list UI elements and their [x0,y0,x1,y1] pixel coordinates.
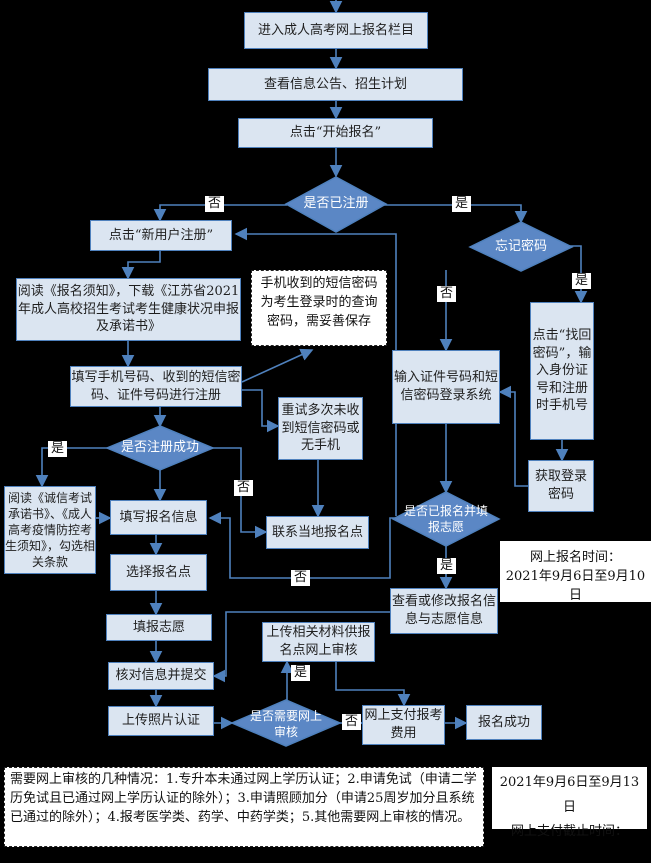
step-enter-text: 进入成人高考网上报名栏目 [257,22,414,38]
step-enter-box: 进入成人高考网上报名栏目 [244,12,428,49]
step-upload-materials-box: 上传相关材料供报名点网上审核 [262,622,375,662]
step-fill-info-text: 填写报名信息 [119,509,198,525]
step-fill-phone-text: 填写手机号码、收到的短信密码、证件号码进行注册 [71,369,241,403]
step-view-box: 查看信息公告、招生计划 [208,68,463,101]
online-time-note: 网上报名时间： 2021年9月6日至9月10日 [500,541,651,603]
step-retry-box: 重试多次未收到短信密码或无手机 [278,397,363,460]
step-login-box: 输入证件号码和短信密码登录系统 [392,350,500,424]
step-pay-box: 网上支付报考费用 [362,705,445,745]
step-upload-materials-text: 上传相关材料供报名点网上审核 [266,625,371,658]
step-fill-phone-box: 填写手机号码、收到的短信密码、证件号码进行注册 [70,366,242,407]
step-read-integrity-box: 阅读《诚信考试承诺书》、《成人高考疫情防控考生须知》，勾选相关条款 [4,486,96,574]
pay-deadline-note: 2021年9月6日至9月13日 网上支付截止时间： [492,767,647,839]
step-choose-site-box: 选择报名点 [110,554,207,591]
step-fill-info-box: 填写报名信息 [110,500,207,535]
step-login-text: 输入证件号码和短信密码登录系统 [393,370,498,403]
online-time-value: 2021年9月6日至9月10日 [505,568,646,603]
step-pay-text: 网上支付报考费用 [364,708,443,741]
step-fill-wish-box: 填报志愿 [106,614,212,641]
step-new-user-box: 点击“新用户注册” [90,220,232,251]
step-retry-text: 重试多次未收到短信密码或无手机 [281,403,360,454]
step-upload-photo-box: 上传照片认证 [108,706,214,736]
label-no-review: 否 [342,714,362,730]
step-verify-submit-text: 核对信息并提交 [115,668,207,684]
pay-deadline-label: 网上支付截止时间： [510,824,628,840]
review-cases-note: 需要网上审核的几种情况：1.专升本未通过网上学历认证；2.申请免试（申请二学历免… [4,767,484,847]
step-choose-site-text: 选择报名点 [125,564,191,580]
diamond-applied [391,491,501,547]
step-view-modify-text: 查看或修改报名信息与志愿信息 [391,594,496,627]
step-fill-wish-text: 填报志愿 [132,619,185,635]
diamond-forgot [468,221,574,272]
step-get-password-text: 获取登录密码 [534,469,587,502]
diamond-need-review [230,699,342,747]
label-no-register-success: 否 [234,480,254,496]
step-view-text: 查看信息公告、招生计划 [263,76,407,92]
step-contact-text: 联系当地报名点 [271,524,363,540]
step-read-download-box: 阅读《报名须知》，下载《江苏省2021年成人高校招生考试考生健康状况申报及承诺书… [16,278,241,341]
label-no-applied: 否 [291,570,311,586]
step-upload-photo-text: 上传照片认证 [121,713,200,729]
step-new-user-text: 点击“新用户注册” [108,227,214,243]
label-yes-applied: 是 [437,558,457,574]
label-no-registered: 否 [205,196,225,212]
decision-forgot-label: 忘记密码 [494,239,547,255]
step-get-password-box: 获取登录密码 [528,460,594,512]
step-contact-box: 联系当地报名点 [266,516,369,549]
label-yes-register-success: 是 [48,441,68,457]
pay-date-value: 2021年9月6日至9月13日 [499,775,640,815]
decision-need-review-label: 是否需要网上审核 [249,708,322,739]
diamond-registered [284,176,388,233]
step-read-integrity-text: 阅读《诚信考试承诺书》、《成人高考疫情防控考生须知》，勾选相关条款 [5,490,96,570]
step-success-text: 报名成功 [477,714,530,730]
label-no-forgot: 否 [437,286,457,302]
step-read-download-text: 阅读《报名须知》，下载《江苏省2021年成人高校招生考试考生健康状况申报及承诺书… [17,284,240,335]
sms-note-text: 手机收到的短信密码为考生登录时的查询密码，需妥善保存 [260,276,378,329]
decision-applied-label: 是否已报名并填报志愿 [403,503,488,534]
step-verify-submit-box: 核对信息并提交 [108,662,214,690]
decision-register-success-label: 是否注册成功 [120,440,199,456]
diamond-register-success [105,425,215,471]
step-success-box: 报名成功 [466,705,542,740]
step-start-text: 点击“开始报名” [289,125,382,141]
online-time-label: 网上报名时间： [529,550,621,565]
step-view-modify-box: 查看或修改报名信息与志愿信息 [390,588,498,634]
step-recover-text: 点击“找回密码”，输入身份证号和注册时手机号 [532,328,592,414]
label-yes-registered: 是 [452,196,472,212]
sms-note: 手机收到的短信密码为考生登录时的查询密码，需妥善保存 [251,270,387,346]
decision-registered-label: 是否已注册 [303,196,369,212]
label-yes-forgot: 是 [572,273,592,289]
step-start-box: 点击“开始报名” [238,118,433,148]
review-cases-text: 需要网上审核的几种情况：1.专升本未通过网上学历认证；2.申请免试（申请二学历免… [10,772,477,825]
step-recover-box: 点击“找回密码”，输入身份证号和注册时手机号 [530,302,594,440]
label-yes-review: 是 [291,665,311,681]
